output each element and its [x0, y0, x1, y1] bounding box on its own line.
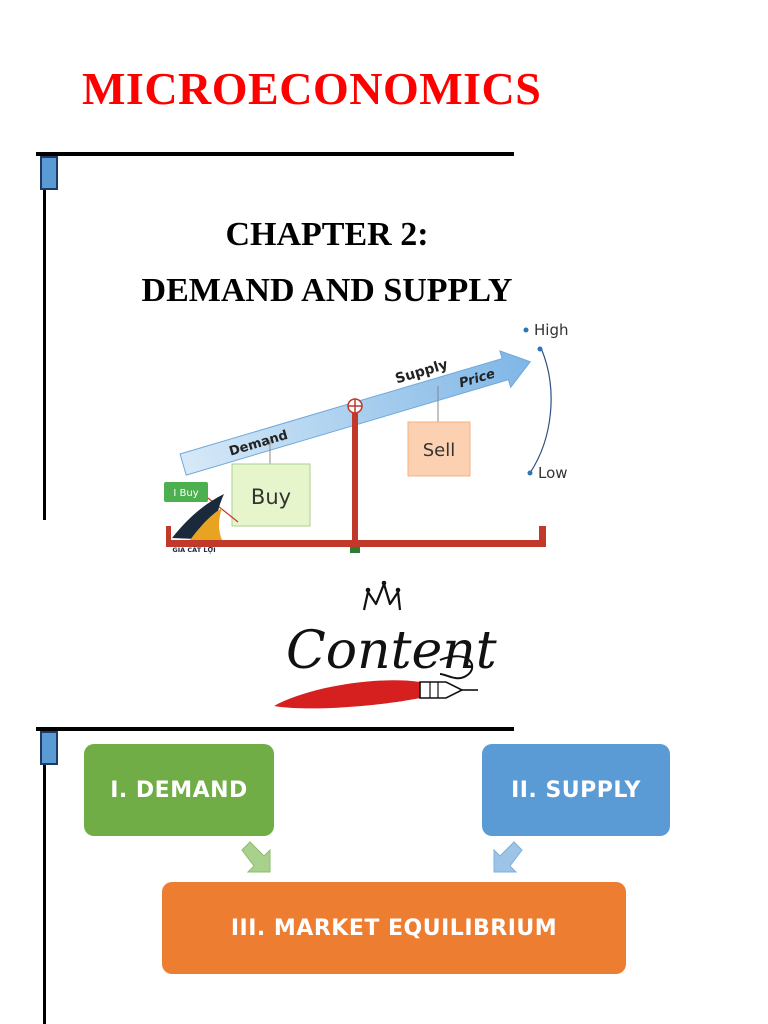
base-bar: [166, 540, 546, 547]
price-curve: [529, 347, 552, 474]
demand-supply-illustration: High Low Demand Price Supply Buy Sell I …: [164, 321, 568, 554]
low-dot: [527, 470, 533, 476]
section-tab: [40, 156, 58, 190]
sell-label: Sell: [423, 440, 456, 461]
crown-icon: [362, 582, 402, 611]
section-tab-2: [40, 731, 58, 765]
logo: GIA CÁT LỢI: [172, 494, 224, 554]
document-title: MICROECONOMICS: [82, 63, 542, 114]
buy-label: Buy: [251, 485, 291, 509]
logo-text: GIA CÁT LỢI: [172, 545, 215, 554]
chapter-number: CHAPTER 2:: [225, 216, 429, 253]
chapter-title: DEMAND AND SUPPLY: [141, 272, 513, 309]
buy-tag: [164, 482, 208, 502]
sell-box: [407, 421, 471, 477]
supply-box[interactable]: II. SUPPLY: [482, 744, 670, 836]
section-rule-left-2: [43, 727, 46, 1024]
equilibrium-box[interactable]: III. MARKET EQUILIBRIUM: [162, 882, 626, 974]
stand-pole: [352, 413, 358, 548]
content-word: Content: [286, 621, 497, 681]
buy-tag-label: I Buy: [173, 488, 198, 499]
arrow-demand-to-equilibrium-icon: [241, 841, 271, 873]
arrow-supply-to-equilibrium-icon: [493, 841, 523, 873]
curve-dot: [537, 346, 543, 352]
high-dot: [523, 327, 529, 333]
buy-box: [231, 463, 311, 527]
low-label: Low: [538, 464, 568, 482]
demand-box[interactable]: I. DEMAND: [84, 744, 274, 836]
section-rule-top-2: [36, 727, 514, 731]
section-rule-left: [43, 152, 46, 520]
high-label: High: [534, 321, 568, 339]
content-heading: Content: [274, 580, 497, 709]
section-rule-top: [36, 152, 514, 156]
pen-icon: [274, 680, 442, 709]
